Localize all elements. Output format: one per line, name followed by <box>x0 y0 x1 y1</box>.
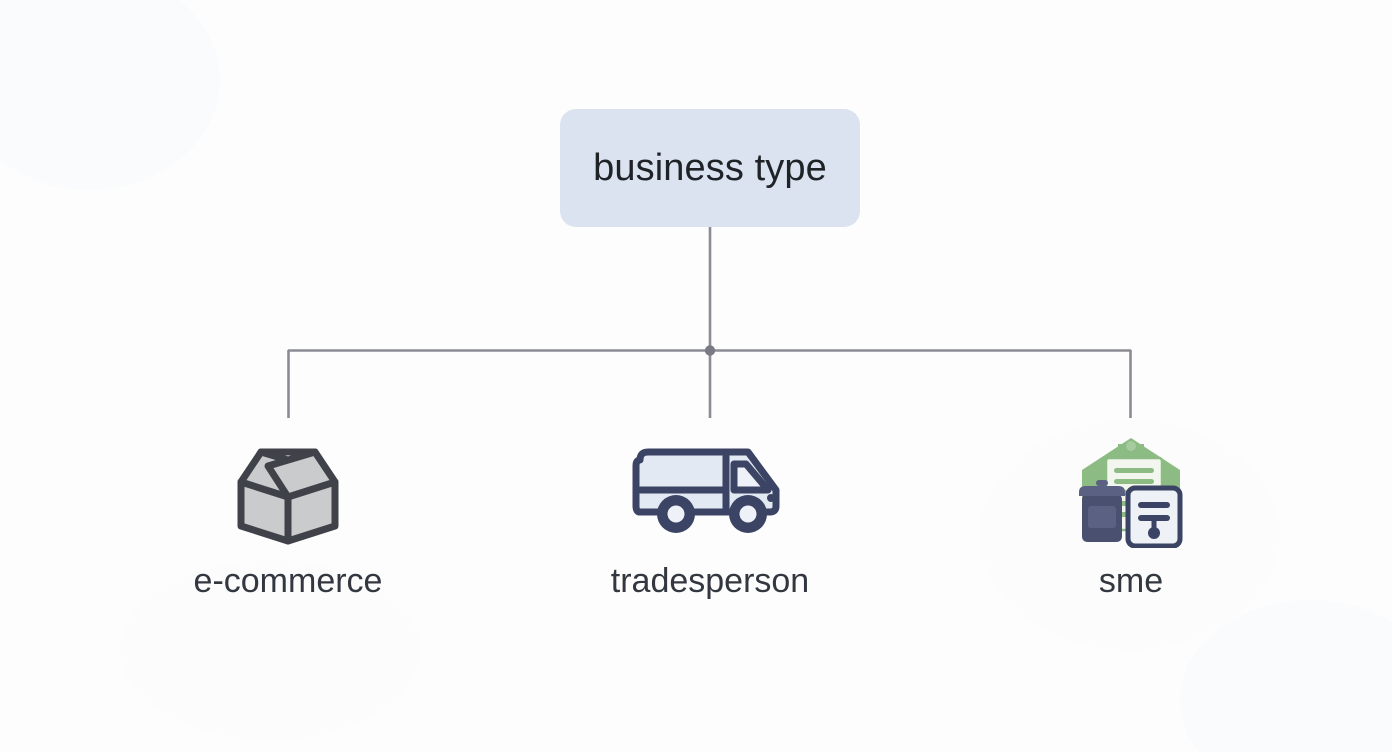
root-node-label: business type <box>593 147 827 189</box>
clipboard-documents-icon <box>1070 430 1192 550</box>
leaf-node-label: tradesperson <box>610 562 810 600</box>
leaf-node-sme[interactable]: sme <box>991 430 1271 598</box>
leaf-node-label: sme <box>1098 562 1164 600</box>
cardboard-box-icon <box>213 430 363 550</box>
leaf-node-tradesperson[interactable]: tradesperson <box>570 430 850 598</box>
invoice-card-shape <box>1125 485 1183 548</box>
junction-dot <box>704 345 716 356</box>
leaf-node-label: e-commerce <box>193 562 383 600</box>
root-node-business-type[interactable]: business type <box>560 109 860 227</box>
leaf-node-e-commerce[interactable]: e-commerce <box>148 430 428 598</box>
navy-pot-shape <box>1079 480 1125 542</box>
van-wheels <box>657 495 767 533</box>
delivery-van-icon <box>630 430 790 550</box>
